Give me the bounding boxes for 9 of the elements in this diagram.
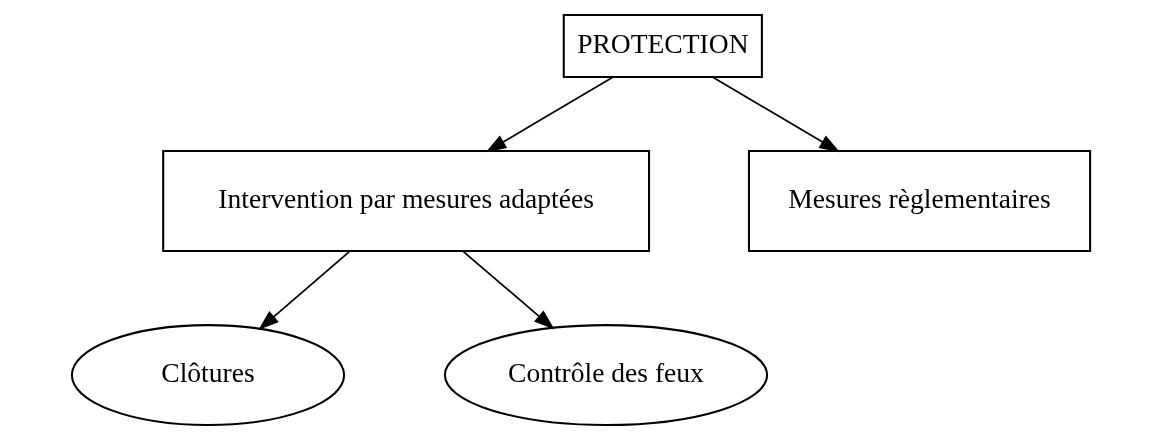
arrow bbox=[711, 76, 840, 153]
node-ellipse: Clôtures bbox=[70, 324, 345, 427]
arrow bbox=[461, 250, 554, 330]
node-box: Intervention par mesures adaptées bbox=[161, 150, 650, 253]
arrow bbox=[485, 76, 614, 153]
arrow bbox=[257, 250, 351, 330]
node-box: PROTECTION bbox=[562, 13, 763, 79]
node-ellipse: Contrôle des feux bbox=[443, 324, 768, 427]
node-box: Mesures règlementaires bbox=[747, 150, 1091, 253]
